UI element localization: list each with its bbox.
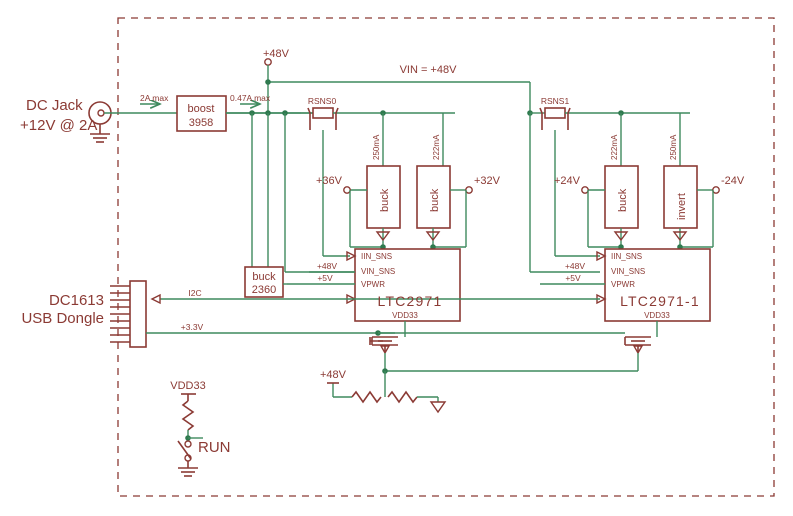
label-vin: VIN = +48V — [400, 64, 458, 76]
pin-label-vin-sns-right: VIN_SNS — [611, 267, 645, 276]
label-dongle-line1: DC1613 — [49, 292, 104, 309]
net-label-48v-right: +48V — [565, 261, 585, 271]
label-33v: +3.3V — [181, 322, 204, 332]
rsns0-resistor — [312, 107, 334, 119]
node-48v-vin — [265, 79, 271, 85]
buck-32v-block — [416, 165, 451, 229]
mosfet-left-arrow — [379, 345, 391, 355]
pin-label-iin-sns-left: IIN_SNS — [361, 252, 392, 261]
dongle-pins — [110, 285, 130, 343]
out-neg24v-terminal — [712, 186, 720, 194]
label-vdd33-run: VDD33 — [170, 380, 205, 392]
label-2a-max: 2A max — [140, 93, 169, 103]
mosfet-left-symbol — [371, 336, 398, 352]
dongle-connector — [129, 280, 147, 348]
label-boost-line1: boost — [188, 103, 215, 115]
label-current-222ma-right: 222mA — [610, 134, 619, 160]
label-out-32v: +32V — [474, 175, 501, 187]
rsns1-resistor — [544, 107, 566, 119]
divider-gnd-symbol — [429, 401, 447, 414]
rsns0-kelvin-right — [335, 107, 339, 130]
label-out-36v: +36V — [316, 175, 343, 187]
boost-3958-block — [176, 95, 227, 132]
net-label-48v-left: +48V — [317, 261, 337, 271]
board-outline — [117, 17, 775, 497]
iin-sns-arrow — [346, 250, 357, 262]
dc-jack-pin — [97, 109, 105, 117]
buck-2360-block — [244, 266, 284, 298]
resistor-r1 — [351, 390, 382, 404]
label-buck2360-line1: buck — [252, 271, 276, 283]
resistor-r2 — [387, 390, 418, 404]
run-switch-contact-top — [184, 440, 192, 448]
label-dc-jack-line2: +12V @ 2A — [20, 117, 97, 134]
i2c-dongle-arrow — [150, 293, 161, 305]
rsns0-kelvin-left — [307, 107, 311, 130]
invert-gnd-arrow — [672, 231, 688, 242]
pin-label-vin-sns-left: VIN_SNS — [361, 267, 395, 276]
pin-label-vpwr-left: VPWR — [361, 280, 385, 289]
buck-36v-block — [366, 165, 401, 229]
iin-sns-right-arrow — [596, 250, 607, 262]
pin-label-iin-sns-right: IIN_SNS — [611, 252, 642, 261]
label-current-250ma-left: 250mA — [372, 134, 381, 160]
label-buck-24v: buck — [617, 188, 629, 212]
run-switch-blade — [177, 440, 192, 460]
label-dc-jack-line1: DC Jack — [26, 97, 83, 114]
label-current-250ma-right: 250mA — [669, 134, 678, 160]
out-32v-terminal — [465, 186, 473, 194]
buck-24v-gnd-arrow — [613, 231, 629, 242]
resistor-run-pullup — [181, 400, 195, 431]
pin-label-vdd33-left: VDD33 — [392, 311, 418, 320]
label-chip-right: LTC2971-1 — [620, 293, 700, 309]
out-24v-terminal — [581, 186, 589, 194]
ltc2971-block — [354, 248, 461, 322]
label-rsns1: RSNS1 — [541, 96, 570, 106]
label-chip-left: LTC2971 — [378, 293, 443, 309]
net-label-5v-right: +5V — [565, 273, 581, 283]
pin-label-vdd33-right: VDD33 — [644, 311, 670, 320]
label-run: RUN — [198, 439, 231, 456]
mosfet-right-symbol — [624, 336, 651, 352]
label-dongle-line2: USB Dongle — [21, 310, 104, 327]
label-out-neg24v: -24V — [721, 175, 745, 187]
rsns1-kelvin-right — [567, 107, 571, 130]
label-buck2360-line2: 2360 — [252, 284, 276, 296]
label-buck-32v: buck — [429, 188, 441, 212]
rsns1-kelvin-left — [539, 107, 543, 130]
net-label-5v-left: +5V — [317, 273, 333, 283]
ltc2971-1-block — [604, 248, 711, 322]
label-buck-36v: buck — [379, 188, 391, 212]
buck-24v-block — [604, 165, 639, 229]
label-invert: invert — [676, 193, 688, 220]
label-rsns0: RSNS0 — [308, 96, 337, 106]
buck-32v-gnd-arrow — [425, 231, 441, 242]
label-i2c: I2C — [188, 288, 201, 298]
label-boost-line2: 3958 — [189, 117, 213, 129]
invert-block — [663, 165, 698, 229]
label-current-222ma-left: 222mA — [432, 134, 441, 160]
mosfet-right-arrow — [632, 345, 644, 355]
pin-label-vpwr-right: VPWR — [611, 280, 635, 289]
label-divider-48v: +48V — [320, 369, 347, 381]
label-out-24v: +24V — [554, 175, 581, 187]
out-36v-terminal — [343, 186, 351, 194]
label-rail-48v: +48V — [263, 48, 290, 60]
label-047a-max: 0.47A max — [230, 93, 271, 103]
buck-36v-gnd-arrow — [375, 231, 391, 242]
